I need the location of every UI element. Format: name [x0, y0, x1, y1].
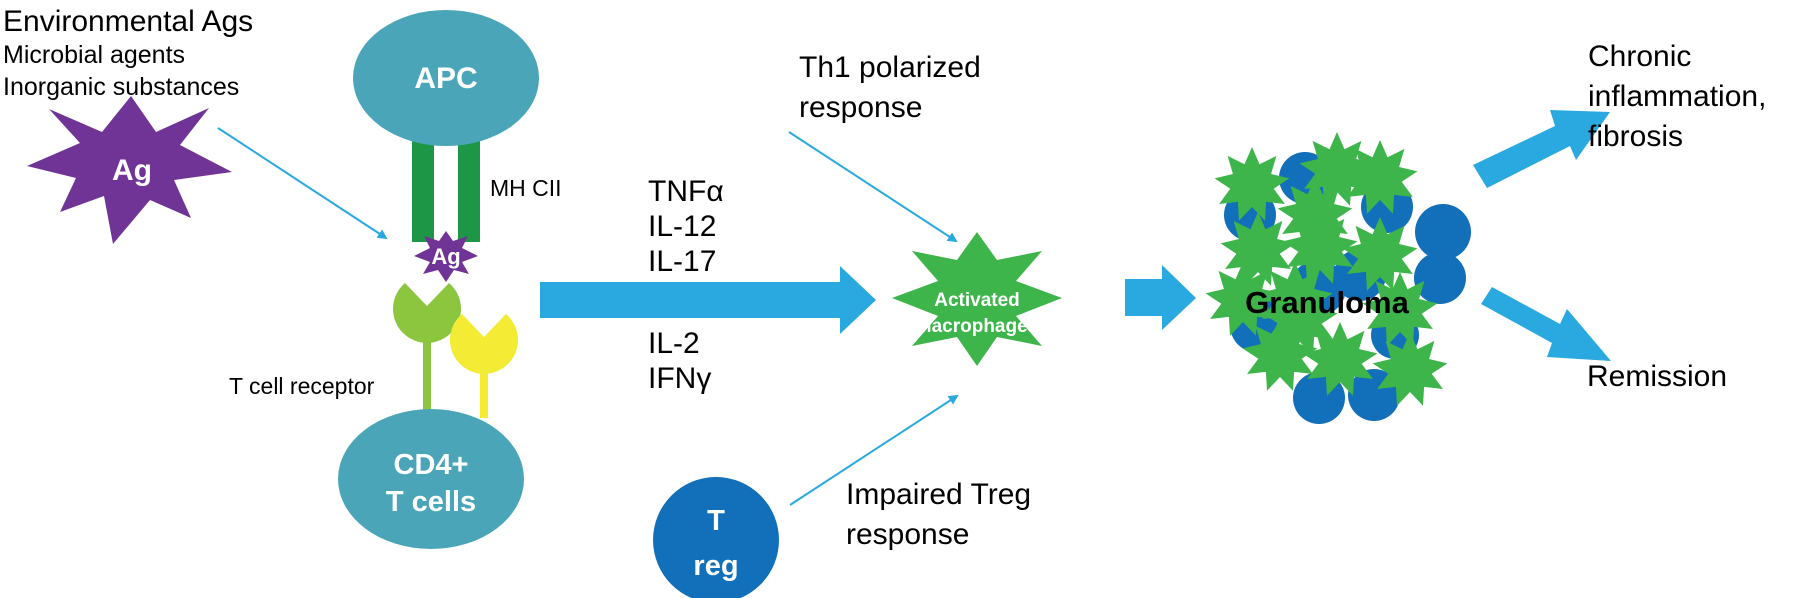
tcr-label: T cell receptor — [229, 373, 375, 399]
antigen-large-group: Ag — [27, 96, 232, 244]
antigen-small-group: Ag — [414, 231, 478, 282]
source-inorganic: Inorganic substances — [3, 73, 239, 101]
th1-label-line1: Th1 polarized — [799, 51, 981, 84]
chronic-line3: fibrosis — [1588, 120, 1683, 153]
ag-presentation-arrow — [217, 127, 388, 240]
cytokine-il2: IL-2 — [648, 327, 700, 360]
granuloma-blue-cell — [1415, 204, 1471, 260]
treg-cell — [653, 477, 779, 598]
chronic-line1: Chronic — [1588, 40, 1691, 73]
granuloma-macrophage-star — [1342, 140, 1418, 214]
mhc-label: MH CII — [490, 175, 562, 201]
macrophages-label-line1: Activated — [934, 290, 1020, 311]
antigen-large-star — [27, 96, 232, 244]
tcr-yellow-stem — [480, 358, 488, 418]
antigen-small-star — [414, 231, 478, 282]
granuloma-stars — [1205, 132, 1448, 406]
impaired-treg-line2: response — [846, 518, 969, 551]
treg-arrow — [789, 394, 959, 506]
cytokine-il17: IL-17 — [648, 245, 716, 278]
granuloma-macrophage-star — [1282, 210, 1358, 284]
macrophages-star — [892, 232, 1062, 366]
macrophages-label-line2: Macrophages — [916, 316, 1038, 337]
granuloma-arrow — [1125, 265, 1196, 330]
remission-label: Remission — [1587, 360, 1727, 393]
antigen-large-label: Ag — [112, 154, 152, 187]
granuloma-macrophage-star — [1342, 217, 1418, 291]
granuloma-macrophage-star — [1205, 262, 1281, 336]
th1-label-line2: response — [799, 91, 922, 124]
granuloma-macrophage-star — [1220, 212, 1296, 286]
cd4-label-line1: CD4+ — [394, 449, 469, 481]
granuloma-macrophage-star — [1302, 322, 1378, 396]
macrophages-group: Activated Macrophages — [892, 232, 1062, 366]
apc-cell — [353, 10, 539, 146]
tcr-yellow-head — [450, 314, 518, 374]
cytokine-big-arrow — [540, 266, 876, 334]
antigen-small-label: Ag — [431, 244, 460, 269]
impaired-treg-line1: Impaired Treg — [846, 478, 1031, 511]
chronic-arrow — [1473, 110, 1610, 188]
granuloma-macrophage-star — [1362, 272, 1438, 346]
remission-arrow — [1481, 287, 1611, 361]
tcr-green-stem — [423, 326, 431, 418]
apc-label: APC — [414, 62, 477, 95]
mhc-white-connector — [443, 112, 451, 204]
source-microbial: Microbial agents — [3, 41, 185, 69]
source-title: Environmental Ags — [3, 5, 253, 38]
cd4-label-line2: T cells — [386, 486, 476, 518]
granuloma-macrophage-star — [1214, 147, 1290, 221]
treg-label-line2: reg — [693, 550, 738, 582]
cytokine-ifn: IFNγ — [648, 362, 711, 395]
granuloma-label: Granuloma — [1245, 285, 1409, 320]
cd4-cell — [338, 409, 524, 549]
cytokine-tnf: TNFα — [648, 175, 724, 208]
granuloma-macrophage-star — [1372, 332, 1448, 406]
treg-label-line1: T — [707, 505, 725, 537]
granuloma-blue-cell — [1414, 252, 1466, 304]
tcr-green-head — [392, 283, 462, 343]
th1-arrow — [788, 131, 958, 243]
chronic-line2: inflammation, — [1588, 80, 1766, 113]
cytokine-il12: IL-12 — [648, 210, 716, 243]
granuloma-macrophage-star — [1262, 282, 1338, 356]
